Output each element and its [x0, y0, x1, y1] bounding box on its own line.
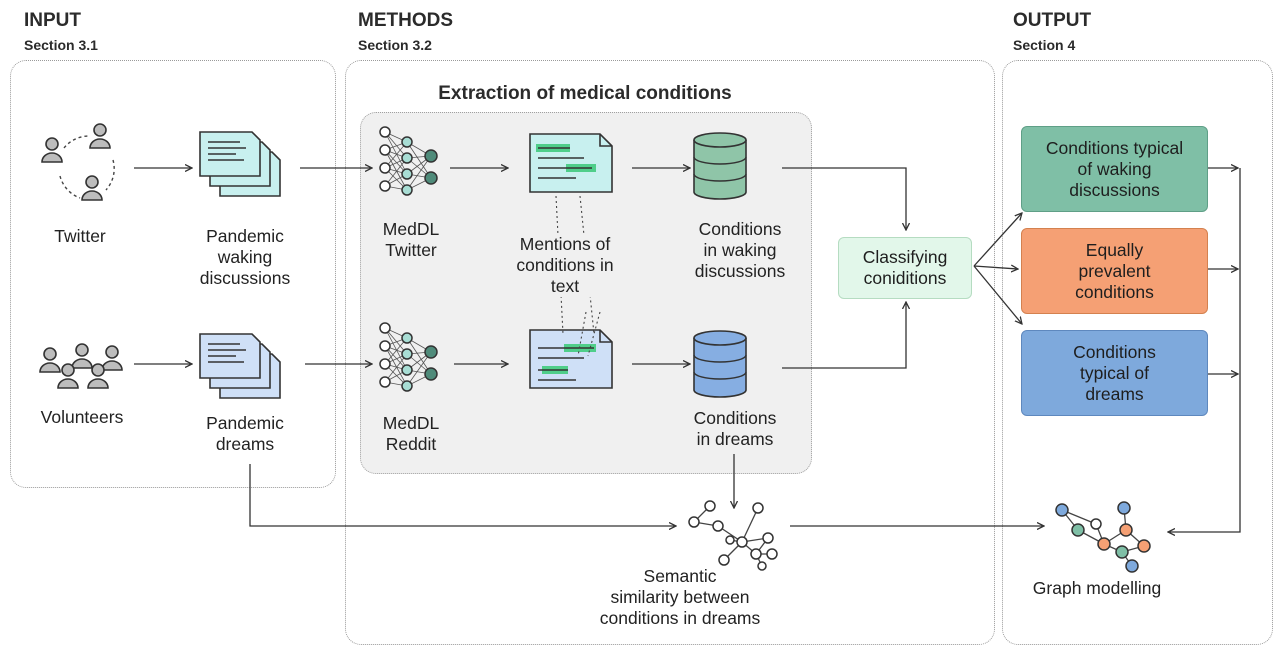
- text-highlight-icon: [529, 133, 613, 193]
- database-icon: [693, 330, 747, 398]
- volunteers-label: Volunteers: [40, 407, 124, 427]
- people-network-icon: [41, 123, 115, 201]
- typical-dreams-box: Conditions typical of dreams: [1021, 330, 1208, 416]
- neural-network-icon: [379, 322, 438, 392]
- methods-title: METHODS: [358, 10, 453, 31]
- mentions-label: Mentions of conditions in text: [495, 234, 635, 297]
- graph-modelling-label: Graph modelling: [1032, 578, 1162, 598]
- input-subtitle: Section 3.1: [24, 37, 98, 53]
- conditions-dreams-label: Conditions in dreams: [693, 408, 777, 449]
- neural-network-icon: [379, 126, 438, 196]
- dreams-docs-label: Pandemic dreams: [206, 413, 284, 454]
- input-title: INPUT: [24, 10, 81, 31]
- documents-icon: [199, 333, 281, 399]
- people-group-icon: [39, 343, 123, 389]
- equally-prevalent-box: Equally prevalent conditions: [1021, 228, 1208, 314]
- input-panel: [10, 60, 336, 488]
- extraction-title: Extraction of medical conditions: [438, 83, 732, 104]
- graph-icon: [688, 500, 778, 571]
- documents-icon: [199, 131, 281, 197]
- conditions-waking-label: Conditions in waking discussions: [694, 219, 786, 281]
- classifying-conditions-box: Classifying coniditions: [838, 237, 972, 299]
- methods-panel: [345, 60, 995, 645]
- meddl-twitter-label: MedDL Twitter: [382, 219, 440, 260]
- twitter-label: Twitter: [54, 226, 106, 246]
- output-subtitle: Section 4: [1013, 37, 1076, 53]
- waking-docs-label: Pandemic waking discussions: [199, 226, 291, 288]
- methods-subtitle: Section 3.2: [358, 37, 432, 53]
- output-panel: [1002, 60, 1273, 645]
- graph-icon: [1055, 501, 1151, 573]
- typical-waking-box: Conditions typical of waking discussions: [1021, 126, 1208, 212]
- meddl-reddit-label: MedDL Reddit: [382, 413, 440, 454]
- semantic-similarity-label: Semantic similarity between conditions i…: [599, 566, 761, 628]
- text-highlight-icon: [529, 329, 613, 389]
- database-icon: [693, 132, 747, 200]
- output-title: OUTPUT: [1013, 10, 1092, 31]
